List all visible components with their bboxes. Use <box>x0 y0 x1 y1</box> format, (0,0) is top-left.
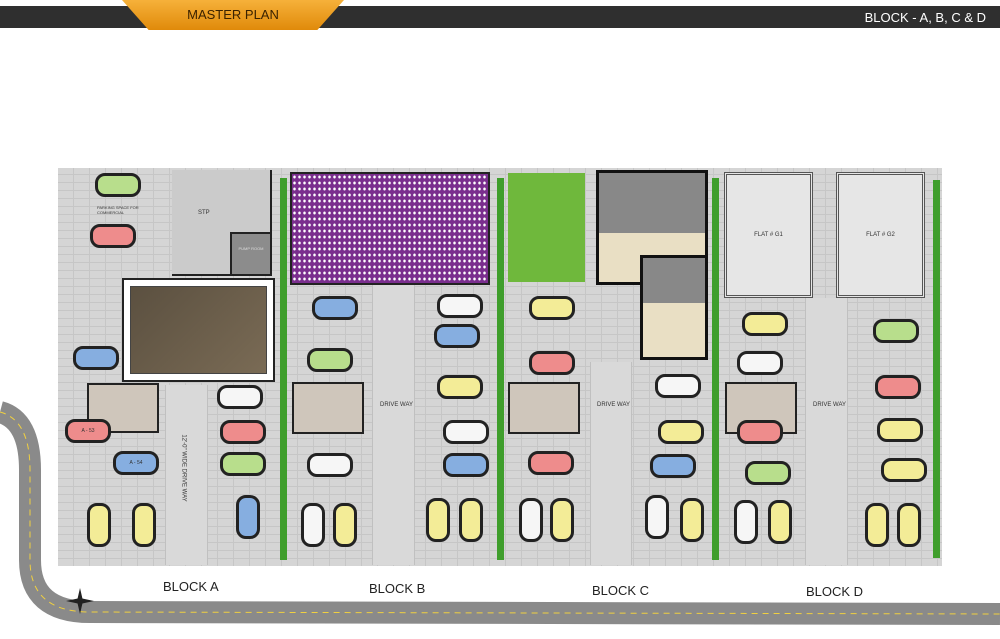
parking-car <box>437 294 483 318</box>
block-d-label: BLOCK D <box>806 584 864 599</box>
parking-car <box>87 503 111 547</box>
lawn-strip <box>497 178 504 560</box>
stp-label: STP <box>198 210 210 216</box>
parking-car <box>426 498 450 542</box>
parking-car <box>875 375 921 399</box>
parking-car: A - 54 <box>113 451 159 475</box>
parking-car <box>443 420 489 444</box>
parking-car <box>333 503 357 547</box>
parking-commercial-label: PARKING SPACE FOR COMMERCIAL <box>97 205 139 215</box>
drive-way-d <box>805 298 848 565</box>
drive-way-c <box>590 362 632 565</box>
parking-car <box>550 498 574 542</box>
compass-icon <box>66 588 94 614</box>
staircase <box>292 382 364 434</box>
drive-way-label: DRIVE WAY <box>597 402 631 408</box>
parking-car <box>220 452 266 476</box>
parking-car <box>745 461 791 485</box>
parking-car <box>529 296 575 320</box>
parking-car <box>768 500 792 544</box>
parking-car <box>658 420 704 444</box>
parking-car <box>645 495 669 539</box>
parking-car <box>742 312 788 336</box>
gym-annex <box>640 255 708 360</box>
parking-car <box>865 503 889 547</box>
drive-way-label: DRIVE WAY <box>380 402 414 408</box>
pump-room: PUMP ROOM <box>230 232 272 276</box>
parking-car <box>734 500 758 544</box>
parking-car <box>437 375 483 399</box>
parking-car <box>881 458 927 482</box>
auditorium <box>290 172 490 285</box>
parking-car <box>301 503 325 547</box>
supermarket <box>122 278 275 382</box>
block-b-label: BLOCK B <box>369 581 426 596</box>
playground <box>508 173 585 282</box>
parking-car <box>312 296 358 320</box>
parking-car <box>307 348 353 372</box>
drive-way-b <box>372 285 415 565</box>
parking-car <box>132 503 156 547</box>
parking-car <box>519 498 543 542</box>
flat-g2: FLAT # G2 <box>836 172 925 298</box>
lawn-strip <box>712 178 719 560</box>
block-c-label: BLOCK C <box>592 583 650 598</box>
parking-car <box>873 319 919 343</box>
parking-car <box>434 324 480 348</box>
parking-car <box>217 385 263 409</box>
parking-car <box>307 453 353 477</box>
block-a-label: BLOCK A <box>163 579 219 594</box>
parking-car <box>650 454 696 478</box>
parking-car <box>877 418 923 442</box>
parking-car <box>459 498 483 542</box>
parking-car <box>90 224 136 248</box>
parking-car <box>655 374 701 398</box>
parking-car <box>528 451 574 475</box>
parking-car <box>529 351 575 375</box>
drive-way-a <box>165 385 208 565</box>
parking-car <box>220 420 266 444</box>
parking-car <box>680 498 704 542</box>
flat-g1: FLAT # G1 <box>724 172 813 298</box>
parking-car <box>95 173 141 197</box>
parking-car: A - 53 <box>65 419 111 443</box>
parking-car <box>236 495 260 539</box>
parking-car <box>737 351 783 375</box>
parking-car <box>443 453 489 477</box>
parking-car <box>897 503 921 547</box>
wide-drive-label: 12'-0" WIDE DRIVE WAY <box>180 434 187 502</box>
drive-way-label: DRIVE WAY <box>813 402 847 408</box>
parking-car <box>737 420 783 444</box>
lawn-strip <box>280 178 287 560</box>
page-title: MASTER PLAN <box>187 7 279 22</box>
block-subtitle: BLOCK - A, B, C & D <box>864 10 986 25</box>
title-ribbon: MASTER PLAN <box>122 0 344 30</box>
lawn-strip <box>933 180 940 558</box>
staircase <box>508 382 580 434</box>
parking-car <box>73 346 119 370</box>
